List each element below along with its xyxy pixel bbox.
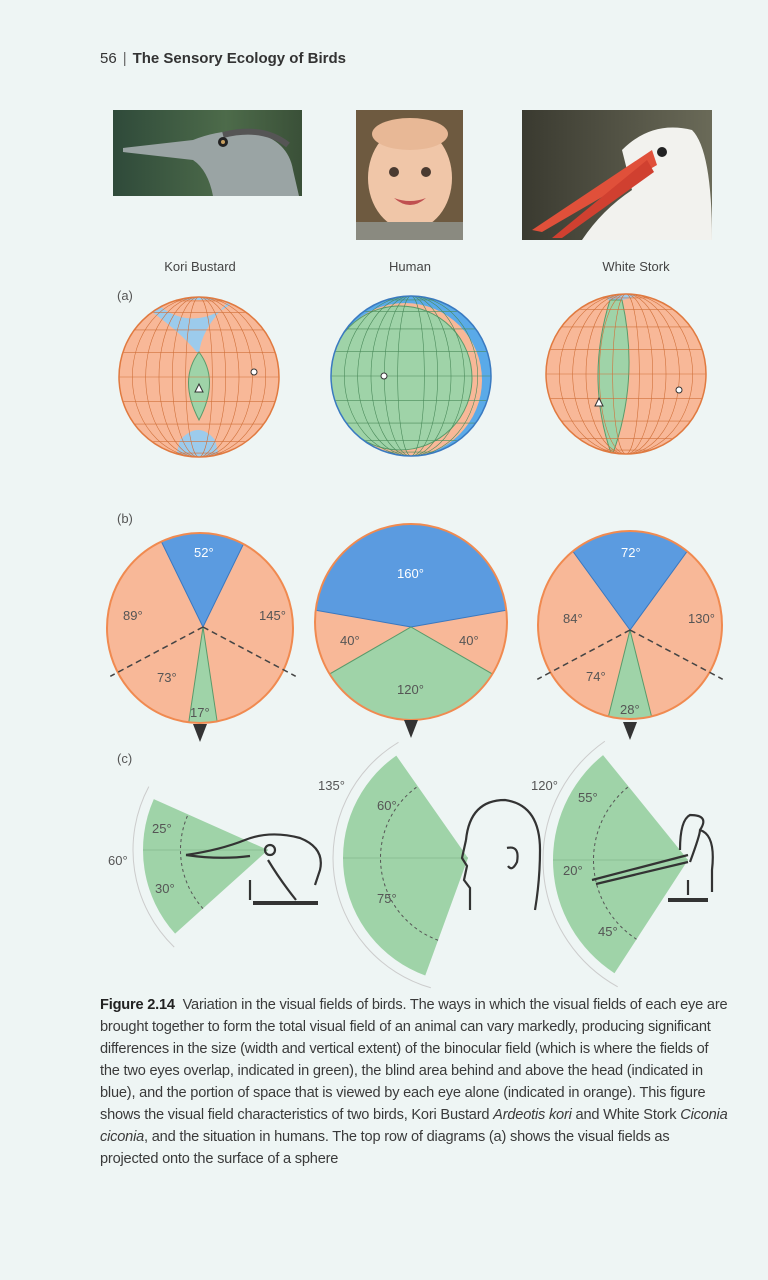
caption-text-2: and White Stork <box>571 1107 681 1123</box>
bill-direction-icon <box>594 396 604 407</box>
human-total-angle: 135° <box>318 778 345 793</box>
total-angle-arc <box>542 740 618 988</box>
panel-label-a: (a) <box>117 288 133 303</box>
binocular-field-sector <box>143 799 268 934</box>
eye-marker-icon <box>250 368 258 376</box>
human-head-outline-icon <box>460 798 542 911</box>
binocular-field-sector <box>553 755 688 974</box>
human-lower-angle: 75° <box>377 891 397 906</box>
white-stork-photo <box>522 110 712 240</box>
kori-head-outline-icon <box>185 833 322 886</box>
total-angle-arc <box>332 741 431 989</box>
kori-lower-c-angle: 30° <box>155 881 175 896</box>
head-outlines <box>185 798 714 911</box>
eye-marker-icon <box>675 386 683 394</box>
figure-caption: Figure 2.14 Variation in the visual fiel… <box>100 994 730 1170</box>
bill-pointer-icon <box>404 720 418 738</box>
bill-pointer-icon <box>193 724 207 742</box>
kori-right-angle: 145° <box>259 608 286 623</box>
figure-label: Figure 2.14 <box>100 997 175 1013</box>
page-number: 56 <box>100 50 117 67</box>
caption-text-3: , and the situation in humans. The top r… <box>100 1129 670 1167</box>
running-header: 56 | The Sensory Ecology of Birds <box>100 50 346 67</box>
photo-label-stork: White Stork <box>602 259 670 274</box>
photo-label-human: Human <box>389 259 431 274</box>
dashed-axis-line <box>202 626 297 677</box>
kori-blind-angle: 52° <box>194 545 214 560</box>
baby-face-image <box>356 118 463 240</box>
stork-lower-c-angle: 45° <box>598 924 618 939</box>
side-view-kori <box>132 786 268 948</box>
sphere-stork <box>546 294 706 454</box>
blind-sector <box>315 524 507 628</box>
bill-direction-icon <box>194 382 204 393</box>
dashed-axis-line <box>536 629 631 680</box>
stork-upper-angle: 55° <box>578 790 598 805</box>
header-separator: | <box>122 50 127 67</box>
kori-bustard-photo <box>113 110 302 196</box>
total-angle-arc <box>132 786 175 948</box>
kori-left-angle: 89° <box>123 608 143 623</box>
stork-blind-angle: 72° <box>621 545 641 560</box>
eye-marker-icon <box>380 372 388 380</box>
human-upper-angle: 60° <box>377 798 397 813</box>
kori-binocular-angle: 17° <box>190 705 210 720</box>
sphere-human <box>331 296 491 456</box>
species-stork: Ciconia ciconia <box>100 1107 728 1145</box>
angle-arc <box>380 785 439 941</box>
stork-left-angle: 84° <box>563 611 583 626</box>
angle-arc <box>593 786 637 940</box>
kori-lower-angle: 73° <box>157 670 177 685</box>
dashed-axis-line <box>109 626 204 677</box>
visual-field-figure: (a) (b) (c) 52° 89° 145° 73° 17° 160° 40… <box>106 288 724 989</box>
kori-upper-angle: 25° <box>152 821 172 836</box>
stork-binocular-angle: 28° <box>620 702 640 717</box>
stork-right-angle: 130° <box>688 611 715 626</box>
panel-label-b: (b) <box>117 511 133 526</box>
pie-outline <box>106 532 294 724</box>
bill-pointer-icon <box>623 722 637 740</box>
pie-human <box>314 523 508 721</box>
caption-text-1: Variation in the visual fields of birds.… <box>100 997 728 1123</box>
sphere-kori <box>119 297 279 457</box>
photo-label-kori: Kori Bustard <box>164 259 236 274</box>
stork-head-outline-icon <box>678 813 705 863</box>
stork-mid-angle: 20° <box>563 863 583 878</box>
book-title: The Sensory Ecology of Birds <box>132 50 346 67</box>
pie-stork <box>536 530 724 720</box>
human-baby-photo <box>356 110 463 240</box>
kori-bustard-head-image <box>123 128 299 196</box>
panel-label-c: (c) <box>117 751 132 766</box>
stork-total-angle: 120° <box>531 778 558 793</box>
pie-outline <box>537 530 723 720</box>
human-right-angle: 40° <box>459 633 479 648</box>
kori-total-angle: 60° <box>108 853 128 868</box>
dashed-axis-line <box>629 629 724 680</box>
pie-kori <box>106 532 297 724</box>
binocular-field-sector <box>343 755 468 976</box>
side-view-human <box>332 741 468 989</box>
human-left-angle: 40° <box>340 633 360 648</box>
human-binocular-angle: 120° <box>397 682 424 697</box>
white-stork-head-image <box>532 127 712 240</box>
stork-lower-angle: 74° <box>586 669 606 684</box>
angle-arc <box>180 814 204 909</box>
human-blind-angle: 160° <box>397 566 424 581</box>
species-kori: Ardeotis kori <box>493 1107 572 1123</box>
